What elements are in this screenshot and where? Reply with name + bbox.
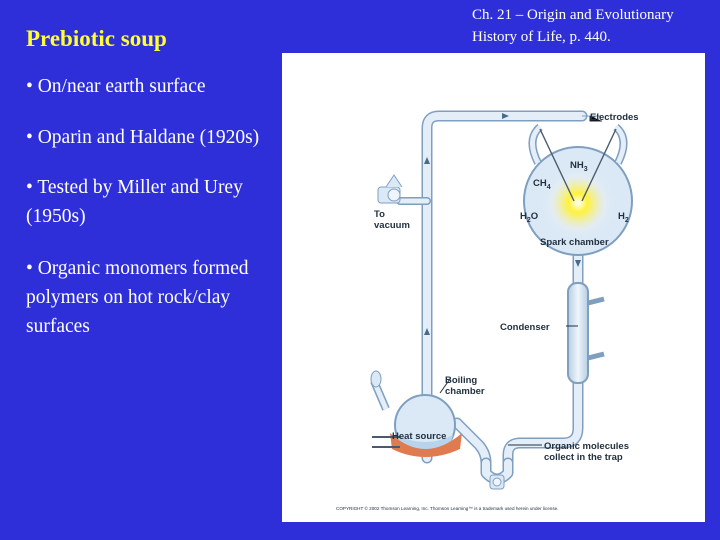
- bullet-list: • On/near earth surface • Oparin and Hal…: [26, 72, 276, 363]
- label-heat-source: Heat source: [392, 431, 446, 442]
- boiling-chamber: [370, 370, 456, 456]
- label-nh3: NH3: [570, 160, 588, 173]
- flow-arrows: [424, 113, 581, 335]
- heat-source: [372, 433, 462, 457]
- label-spark-chamber: Spark chamber: [540, 237, 609, 248]
- label-h2o: H2O: [520, 211, 538, 224]
- label-condenser: Condenser: [500, 322, 550, 333]
- bullet-item: • Oparin and Haldane (1920s): [26, 127, 260, 148]
- figure-caption: Ch. 21 – Origin and Evolutionary History…: [472, 7, 674, 45]
- condenser: [567, 282, 605, 384]
- trap-stopcock: [489, 474, 505, 490]
- label-electrodes: Electrodes: [590, 112, 639, 123]
- bullet-item: • On/near earth surface: [26, 76, 206, 97]
- label-ch4: CH4: [533, 178, 551, 191]
- vacuum-stopcock: [377, 174, 403, 204]
- leader-lines: [439, 116, 602, 446]
- bullet-item: • Organic monomers formed polymers on ho…: [26, 258, 249, 337]
- miller-urey-diagram: Electrodes NH3 CH4 H2O H2 Spark chamber …: [282, 53, 705, 522]
- copyright-notice: COPYRIGHT © 2002 Thomson Learning, Inc. …: [336, 505, 558, 511]
- slide-title: Prebiotic soup: [26, 26, 167, 51]
- bullet-item: • Tested by Miller and Urey (1950s): [26, 177, 243, 227]
- spark-chamber: [523, 115, 633, 256]
- label-h2: H2: [618, 211, 629, 224]
